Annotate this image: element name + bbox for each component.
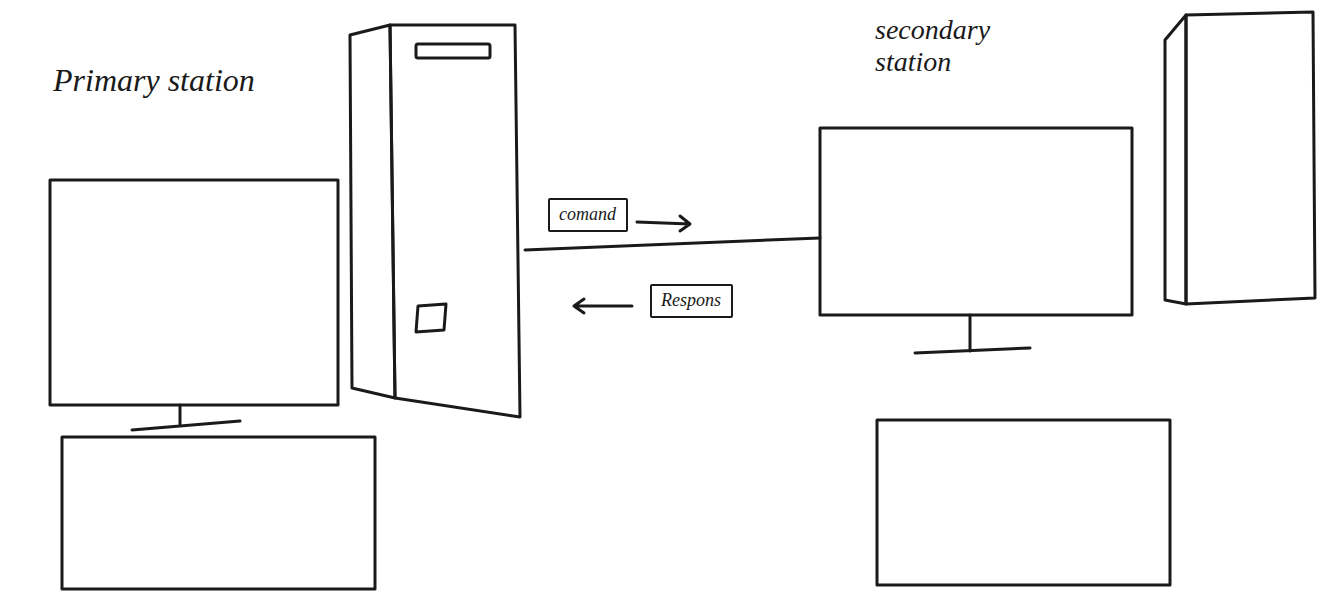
drive-slot (416, 44, 490, 58)
tower-side (350, 25, 395, 398)
left-arrow (574, 299, 632, 313)
monitor-base (915, 348, 1030, 353)
monitor-stand (969, 315, 972, 351)
monitor-base (132, 421, 240, 430)
keyboard (877, 420, 1170, 585)
station-heading: Primary station (53, 62, 383, 99)
message-box: comand (548, 198, 628, 232)
tower-front (390, 25, 520, 417)
monitor-screen (50, 180, 338, 405)
keyboard (62, 437, 375, 589)
connection-line (525, 238, 820, 250)
message-box: Respons (650, 284, 733, 318)
message-label: Respons (661, 290, 722, 311)
tower-side (1165, 15, 1186, 304)
message-label: comand (559, 204, 617, 225)
monitor-stand (179, 405, 182, 424)
station-group: Primary station (45, 62, 525, 417)
right-arrow (637, 216, 690, 231)
tower-button (416, 304, 446, 332)
station-group: secondary station (820, 14, 1135, 318)
station-heading: secondary station (875, 14, 1065, 78)
tower-front (1186, 12, 1315, 304)
monitor-screen (820, 128, 1132, 315)
